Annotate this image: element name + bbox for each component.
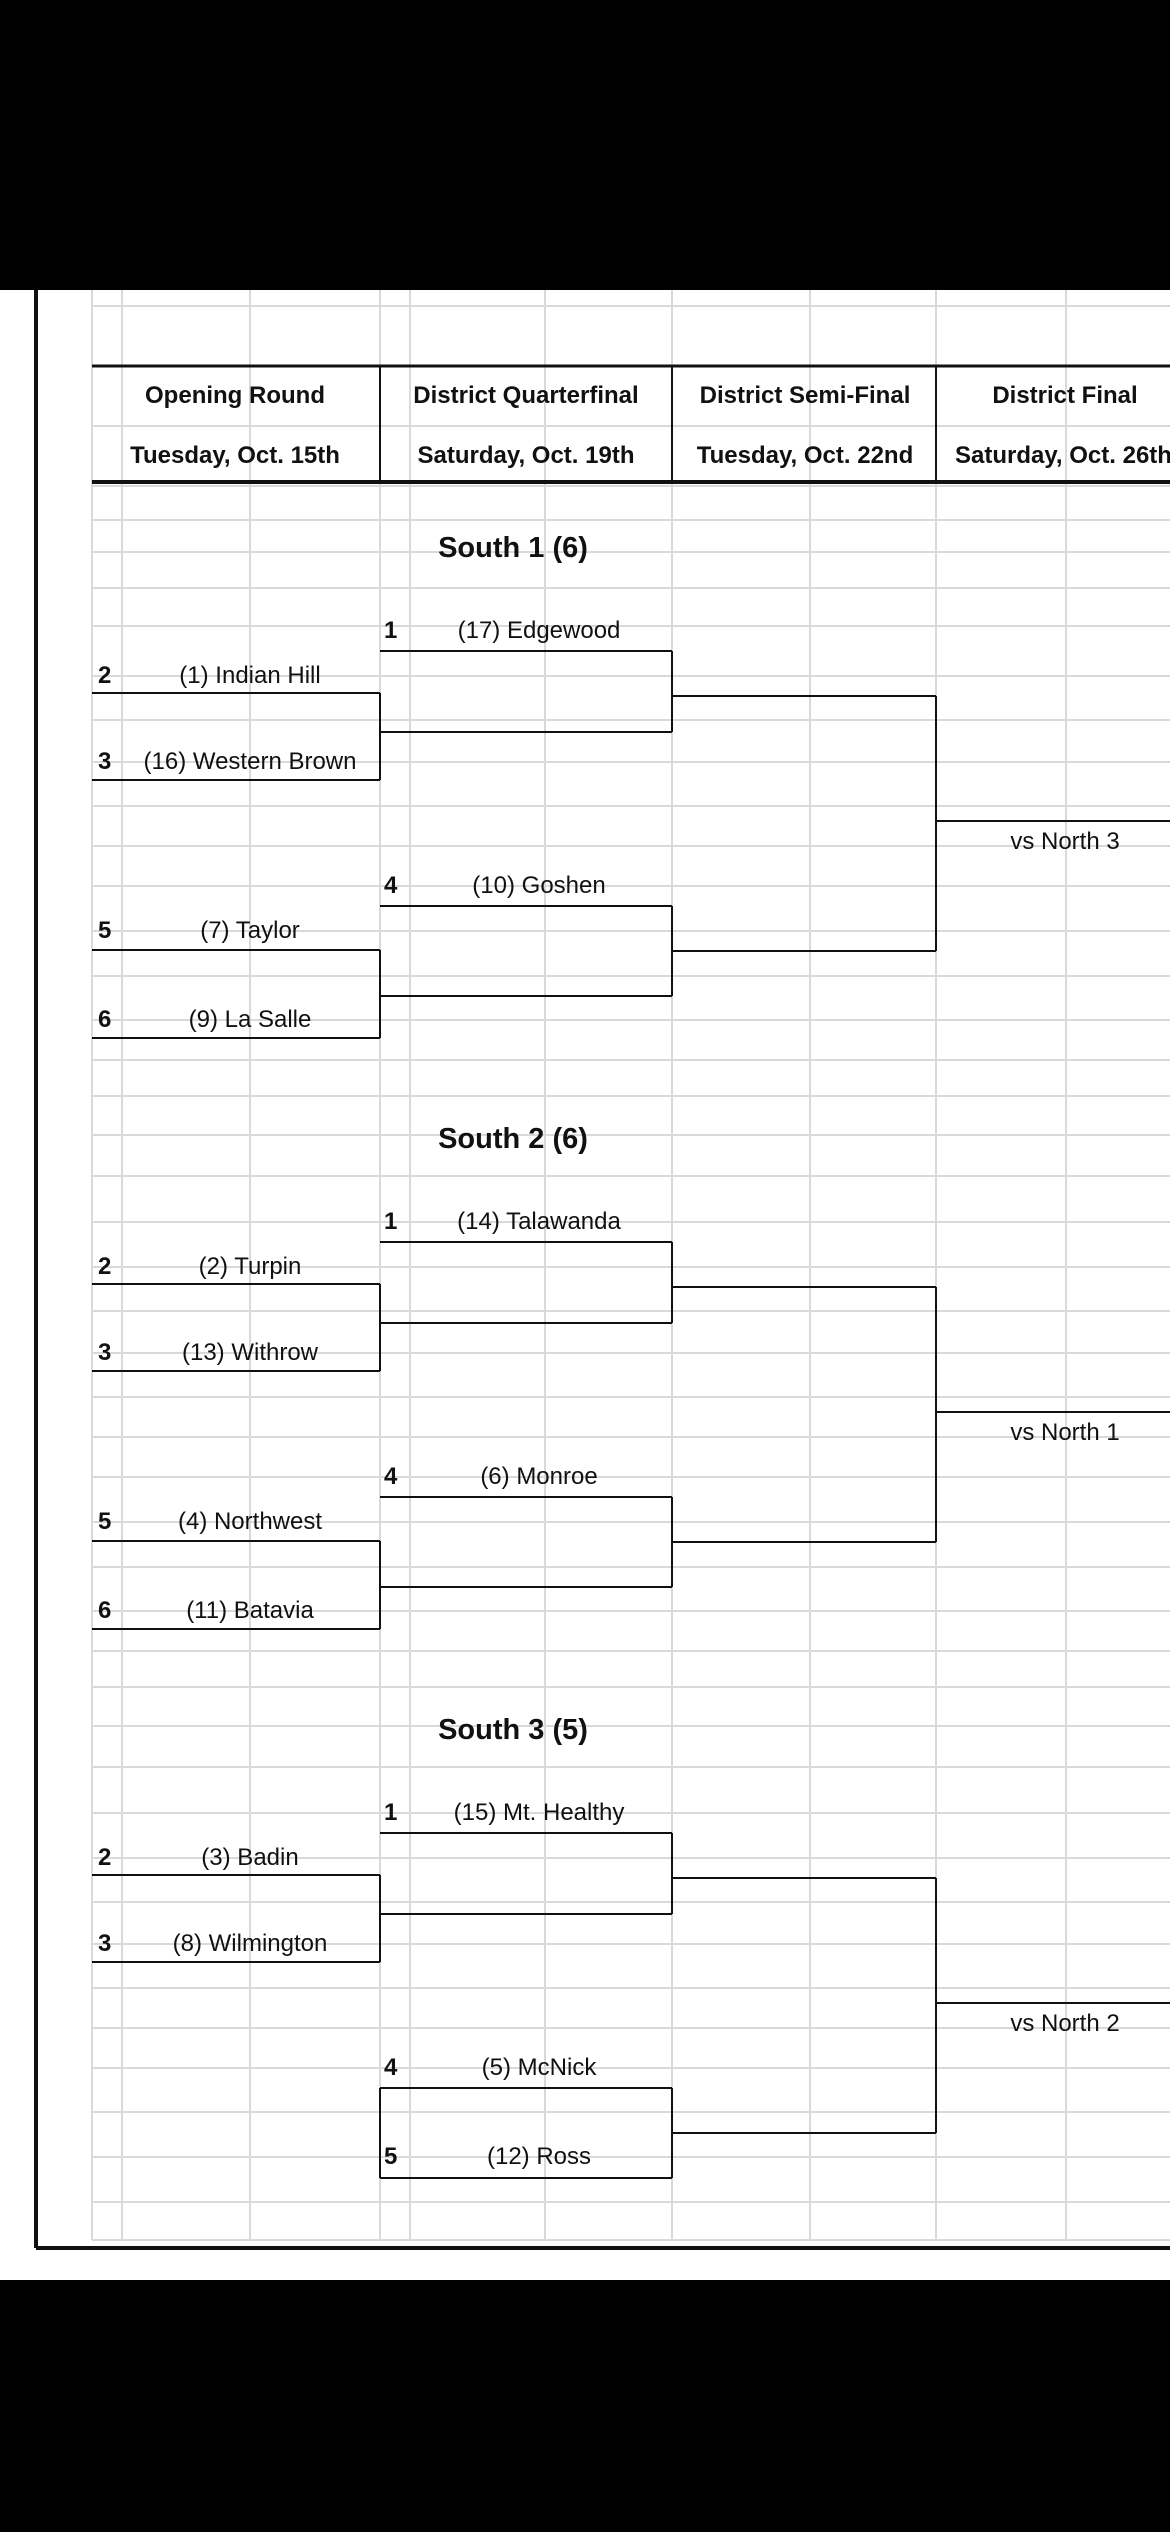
team-name: (13) Withrow [181, 1339, 319, 1366]
team-name: (2) Turpin [198, 1253, 302, 1280]
header-round-final: District Final [992, 382, 1138, 409]
header-date-final: Saturday, Oct. 26th [955, 442, 1170, 469]
team-name: (9) La Salle [188, 1006, 312, 1033]
seed-number: 1 [384, 1799, 398, 1826]
seed-number: 5 [384, 2143, 398, 2170]
team-name: (15) Mt. Healthy [453, 1799, 625, 1826]
team-name: (8) Wilmington [172, 1930, 328, 1957]
spreadsheet-grid [34, 290, 1170, 2250]
seed-number: 4 [384, 872, 398, 899]
seed-number: 3 [98, 1930, 112, 1957]
team-name: (3) Badin [201, 1844, 299, 1871]
bracket-sheet: Opening Round Tuesday, Oct. 15th Distric… [0, 290, 1170, 2280]
team-name: (1) Indian Hill [179, 662, 321, 689]
header-date-semifinal: Tuesday, Oct. 22nd [696, 442, 914, 469]
final-opponent: vs North 2 [1010, 2010, 1120, 2037]
seed-number: 6 [98, 1597, 112, 1624]
region-title: South 3 (5) [438, 1714, 588, 1746]
seed-number: 2 [98, 1253, 112, 1280]
seed-number: 3 [98, 748, 112, 775]
team-name: (5) McNick [481, 2054, 597, 2081]
region-title: South 1 (6) [438, 532, 588, 564]
header-round-quarterfinal: District Quarterfinal [413, 382, 639, 409]
team-name: (14) Talawanda [457, 1208, 621, 1235]
team-name: (11) Batavia [186, 1597, 314, 1624]
team-name: (6) Monroe [480, 1463, 598, 1490]
final-opponent: vs North 1 [1010, 1419, 1120, 1446]
seed-number: 5 [98, 1508, 112, 1535]
final-opponent: vs North 3 [1010, 828, 1120, 855]
team-name: (16) Western Brown [143, 748, 357, 775]
seed-number: 4 [384, 2054, 398, 2081]
header-round-opening: Opening Round [145, 382, 325, 409]
seed-number: 4 [384, 1463, 398, 1490]
seed-number: 5 [98, 917, 112, 944]
seed-number: 3 [98, 1339, 112, 1366]
seed-number: 6 [98, 1006, 112, 1033]
seed-number: 2 [98, 662, 112, 689]
header-round-semifinal: District Semi-Final [699, 382, 911, 409]
team-name: (7) Taylor [200, 917, 300, 944]
seed-number: 2 [98, 1844, 112, 1871]
team-name: (12) Ross [486, 2143, 592, 2170]
team-name: (4) Northwest [177, 1508, 323, 1535]
team-name: (10) Goshen [472, 872, 606, 899]
region-title: South 2 (6) [438, 1123, 588, 1155]
header-date-opening: Tuesday, Oct. 15th [130, 442, 340, 469]
seed-number: 1 [384, 1208, 398, 1235]
header-date-quarterfinal: Saturday, Oct. 19th [417, 442, 635, 469]
team-name: (17) Edgewood [457, 617, 621, 644]
seed-number: 1 [384, 617, 398, 644]
